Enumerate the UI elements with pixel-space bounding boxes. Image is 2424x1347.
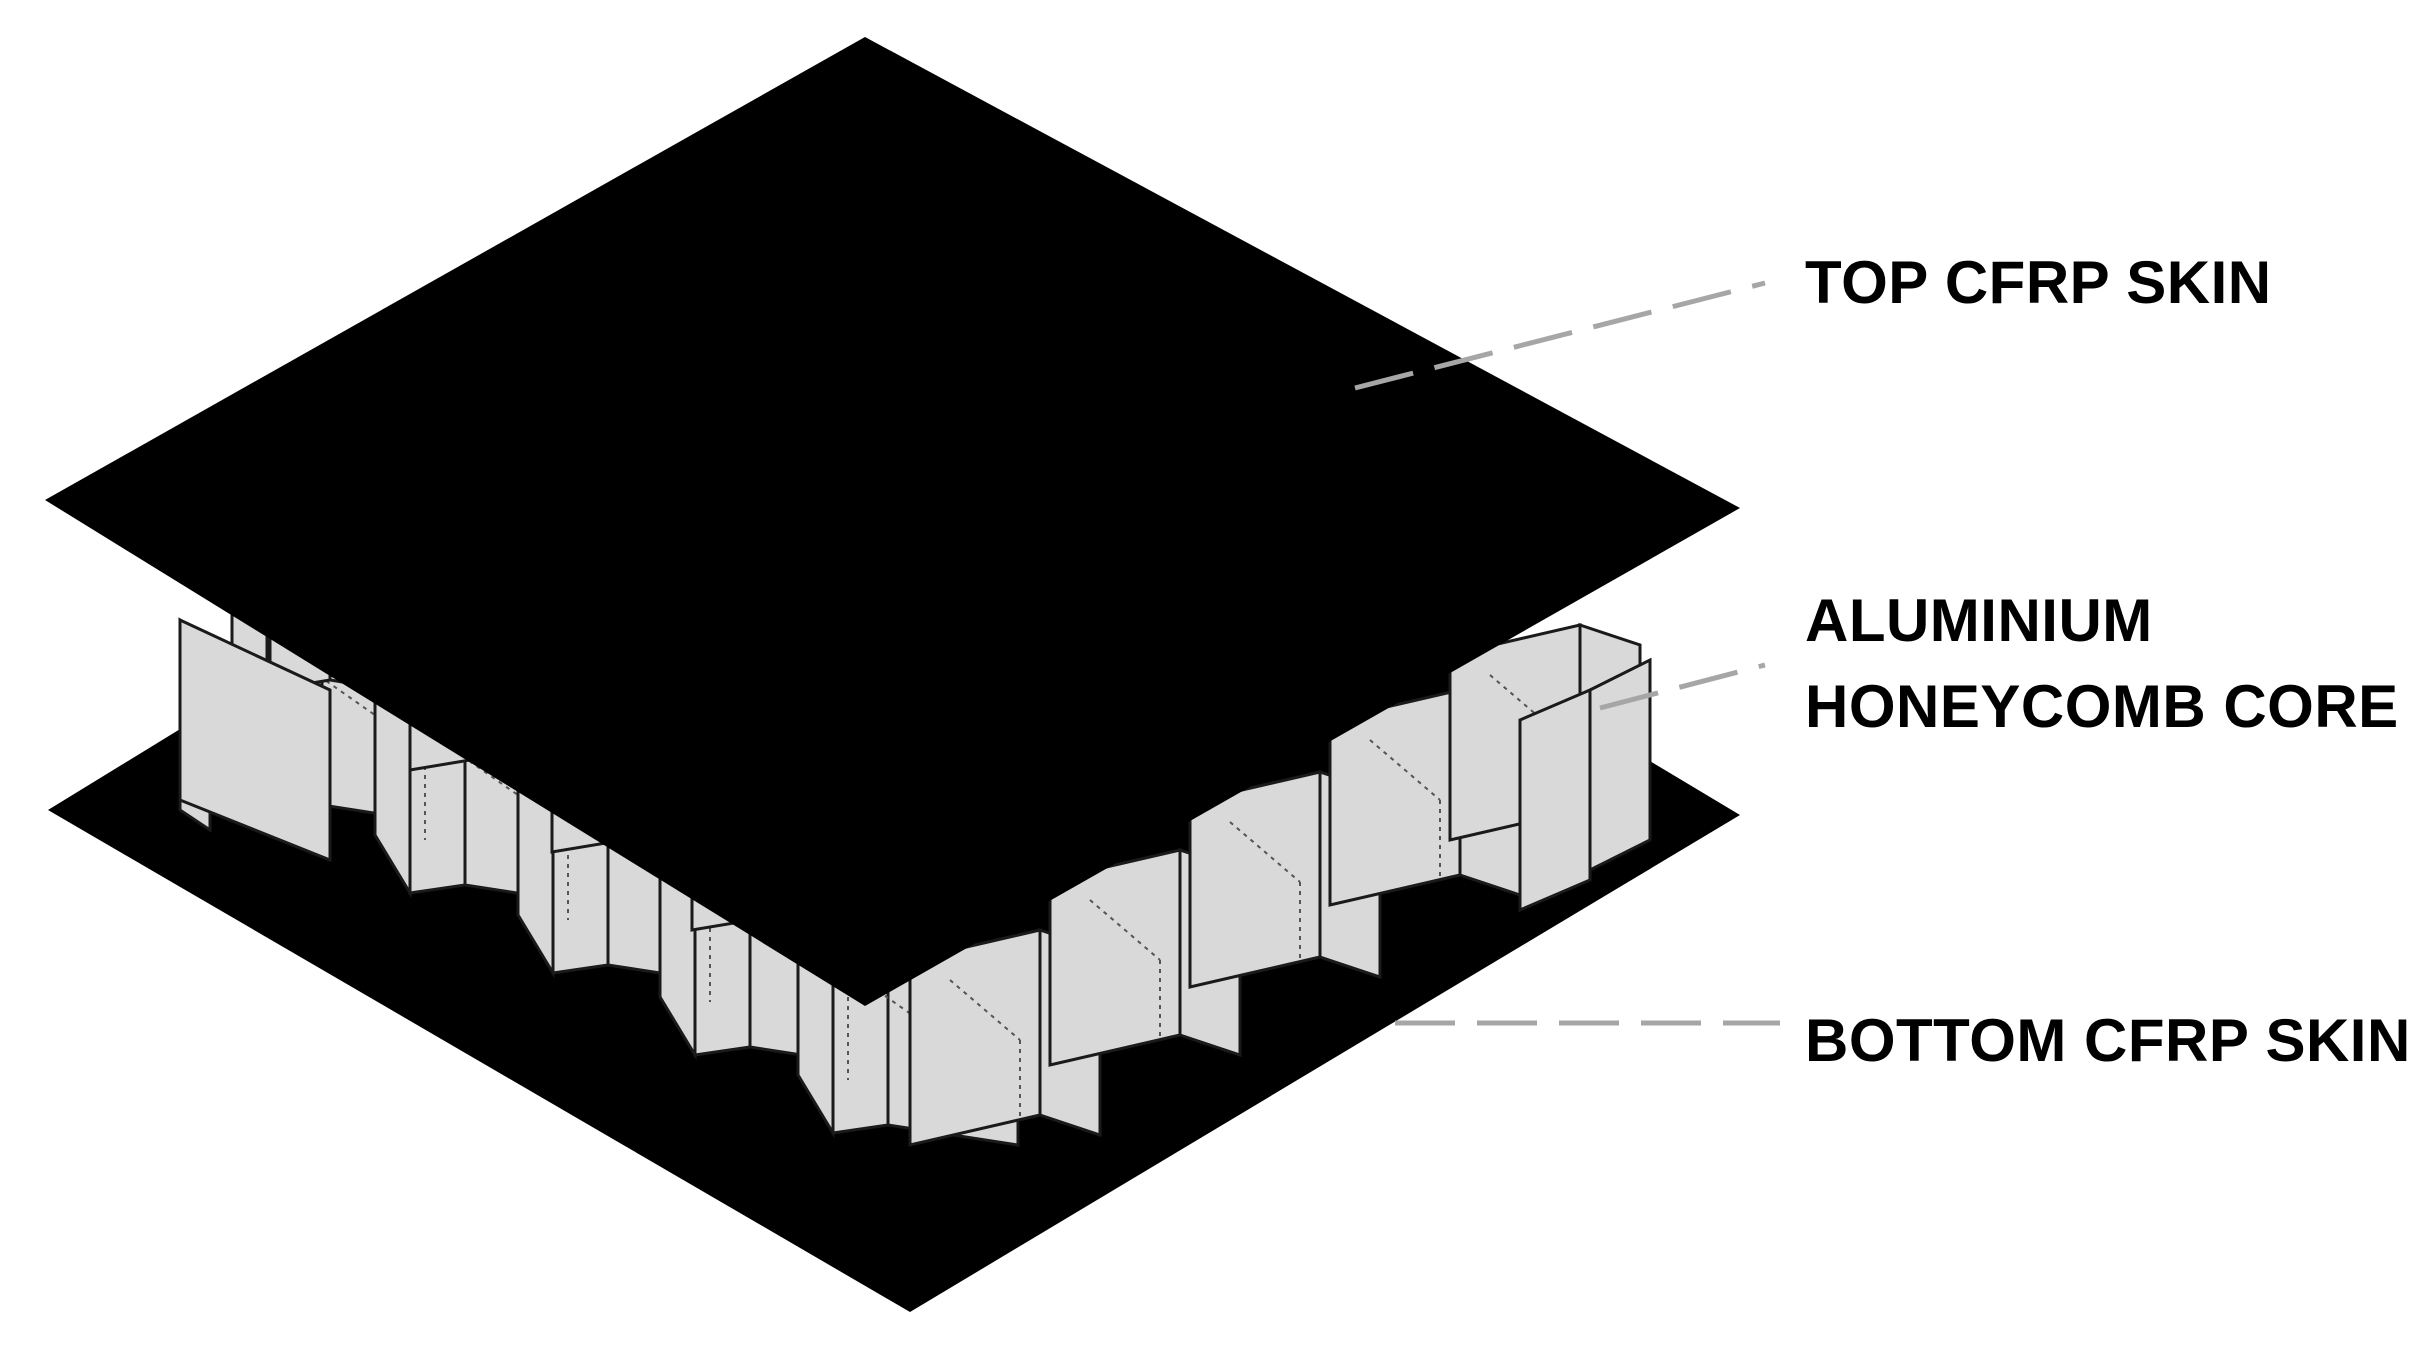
label-top-cfrp-skin-text: TOP CFRP SKIN <box>1805 249 2272 316</box>
label-top-cfrp-skin: TOP CFRP SKIN <box>1805 240 2272 326</box>
leader-line-honeycomb-core <box>1599 662 1766 711</box>
leader-line-top-skin <box>1354 280 1766 391</box>
honeycomb-hidden-edge <box>1369 739 1441 801</box>
honeycomb-cell-wall <box>178 617 332 863</box>
honeycomb-hidden-edge <box>1489 674 1561 736</box>
top-cfrp-skin <box>45 37 1740 1006</box>
label-aluminium-honeycomb-core: ALUMINIUM HONEYCOMB CORE <box>1805 578 2399 750</box>
label-bottom-cfrp-skin-text: BOTTOM CFRP SKIN <box>1805 1007 2411 1074</box>
label-bottom-cfrp-skin: BOTTOM CFRP SKIN <box>1805 998 2411 1084</box>
honeycomb-hidden-edge <box>1229 821 1301 883</box>
honeycomb-hidden-edge <box>1089 899 1161 961</box>
honeycomb-cell-wall <box>1588 657 1652 873</box>
label-core-line1: ALUMINIUM <box>1805 587 2153 654</box>
label-core-line2: HONEYCOMB CORE <box>1805 673 2399 740</box>
honeycomb-hidden-edge <box>949 979 1021 1041</box>
honeycomb-cell-wall <box>1518 687 1592 913</box>
